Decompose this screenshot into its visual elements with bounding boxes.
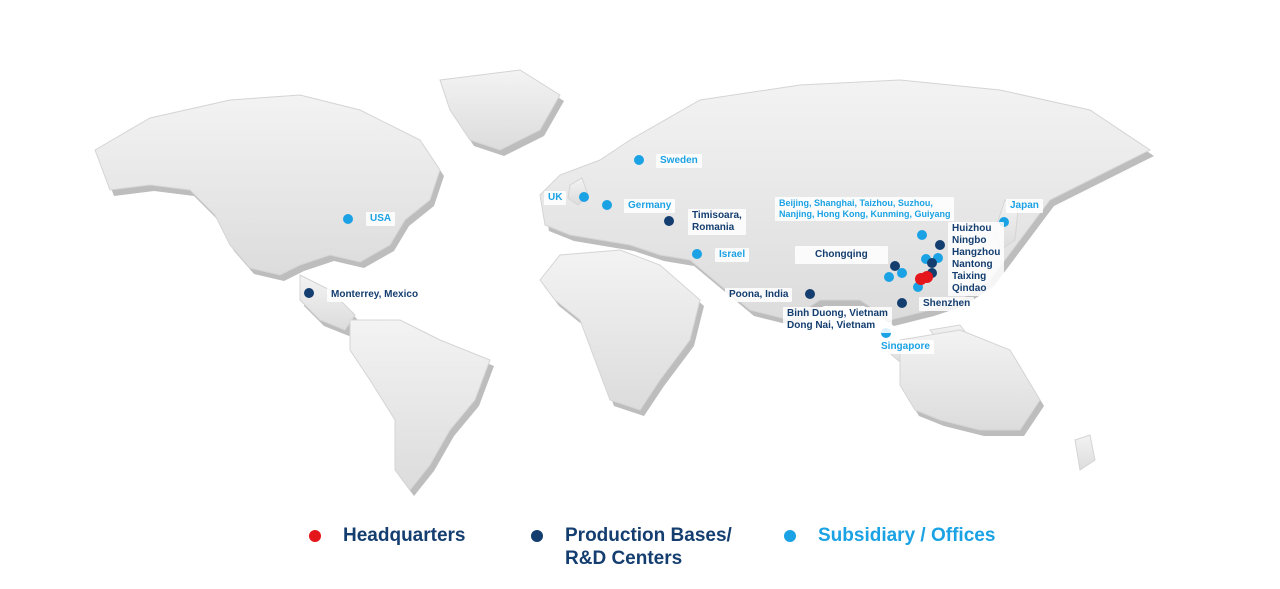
legend-production-label: Production Bases/ R&D Centers bbox=[565, 525, 732, 569]
legend-production: Production Bases/ R&D Centers bbox=[531, 524, 732, 570]
shenzhen-label: Shenzhen bbox=[919, 297, 975, 311]
japan-label: Japan bbox=[1006, 199, 1043, 213]
timisoara-label: Timisoara, Romania bbox=[688, 209, 746, 235]
china-office-dot bbox=[921, 254, 931, 264]
legend-headquarters-label: Headquarters bbox=[343, 525, 466, 546]
china-office-dot bbox=[933, 253, 943, 263]
monterrey-base-dot bbox=[304, 288, 314, 298]
legend-subsidiary: Subsidiary / Offices bbox=[784, 524, 995, 547]
world-map bbox=[94, 69, 1154, 496]
shenzhen-base-dot bbox=[897, 298, 907, 308]
map-legend: Headquarters Production Bases/ R&D Cente… bbox=[0, 520, 1280, 580]
legend-production-dot bbox=[531, 530, 543, 542]
israel-label: Israel bbox=[715, 248, 750, 262]
legend-headquarters-dot bbox=[309, 530, 321, 542]
vietnam-label: Binh Duong, Vietnam Dong Nai, Vietnam bbox=[783, 307, 892, 333]
china-offices-label: Beijing, Shanghai, Taizhou, Suzhou, Nanj… bbox=[775, 197, 955, 221]
uk-label: UK bbox=[544, 191, 567, 205]
monterrey-label: Monterrey, Mexico bbox=[327, 288, 423, 302]
china-office-dot bbox=[913, 282, 923, 292]
china-bases-label: Huizhou Ningbo Hangzhou Nantong Taixing … bbox=[948, 222, 1005, 296]
legend-subsidiary-dot bbox=[784, 530, 796, 542]
china-base-dot bbox=[935, 240, 945, 250]
sweden-office-dot bbox=[634, 155, 644, 165]
usa-label: USA bbox=[366, 212, 396, 226]
singapore-label: Singapore bbox=[877, 340, 934, 354]
legend-subsidiary-label: Subsidiary / Offices bbox=[818, 525, 996, 546]
chongqing-label: Chongqing bbox=[795, 246, 888, 264]
germany-office-dot bbox=[602, 200, 612, 210]
china-office-dot bbox=[917, 230, 927, 240]
poona-label: Poona, India bbox=[725, 288, 793, 302]
poona-base-dot bbox=[805, 289, 815, 299]
china-office-dot bbox=[897, 268, 907, 278]
uk-office-dot bbox=[579, 192, 589, 202]
usa-office-dot bbox=[343, 214, 353, 224]
headquarters-dot bbox=[921, 271, 933, 283]
germany-label: Germany bbox=[624, 199, 676, 213]
sweden-label: Sweden bbox=[656, 154, 702, 168]
chongqing-base-dot bbox=[890, 261, 900, 271]
timisoara-base-dot bbox=[664, 216, 674, 226]
legend-headquarters: Headquarters bbox=[309, 524, 466, 547]
china-office-dot bbox=[884, 272, 894, 282]
singapore-office-dot bbox=[881, 328, 891, 338]
china-base-dot bbox=[927, 258, 937, 268]
israel-office-dot bbox=[692, 249, 702, 259]
